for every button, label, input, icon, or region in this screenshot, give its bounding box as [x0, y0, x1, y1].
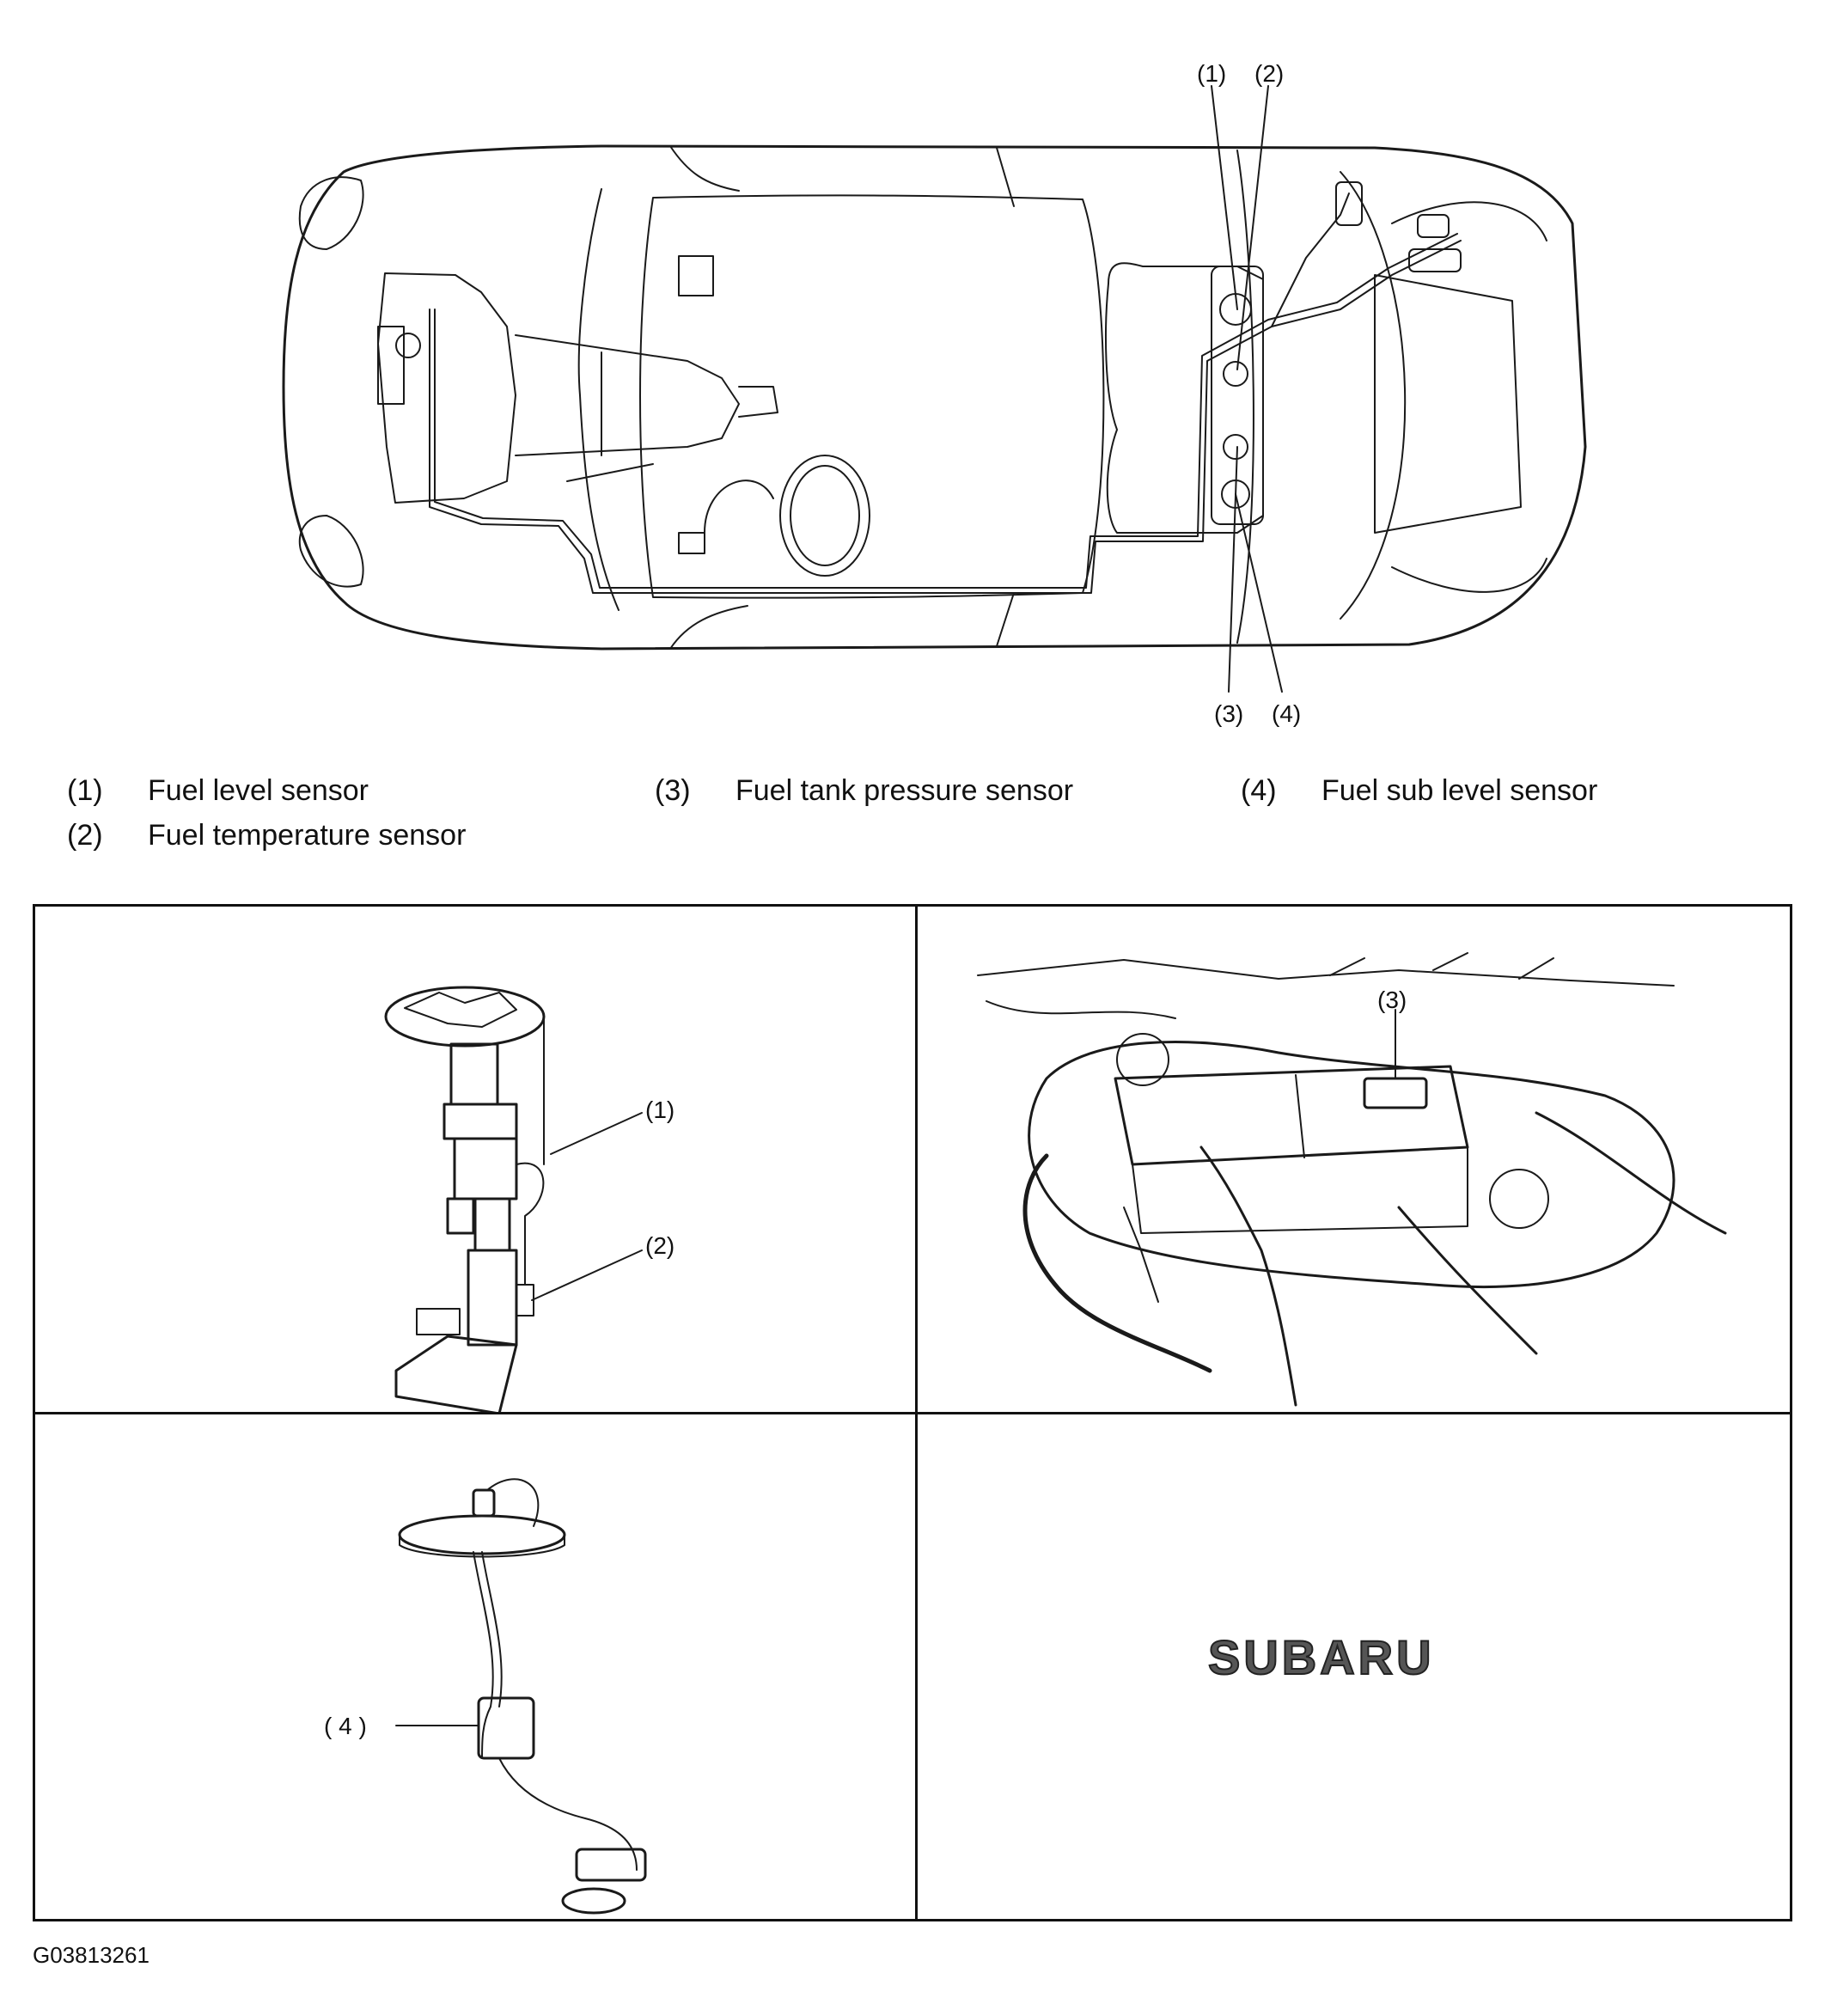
fuel-pump-drawing: (1) (2)	[384, 986, 674, 1412]
overview-leader-lines	[1211, 85, 1283, 693]
car-body-outline	[282, 144, 1587, 651]
sensor-legend: (1) Fuel level sensor (2) Fuel temperatu…	[0, 765, 1825, 859]
legend-label: Fuel sub level sensor	[1321, 774, 1598, 807]
legend-label: Fuel level sensor	[148, 774, 369, 807]
legend-label: Fuel tank pressure sensor	[735, 774, 1074, 807]
tank-top-drawing: (3)	[977, 952, 1727, 1407]
callout-3-overview: (3)	[1214, 700, 1243, 727]
subaru-logo-text: SUBARU	[1208, 1630, 1435, 1684]
panel-logo: SUBARU	[918, 1414, 1792, 1919]
legend-label: Fuel temperature sensor	[148, 819, 467, 852]
panel-fuel-pump-assembly: (1) (2)	[35, 907, 915, 1412]
callout-1-overview: (1)	[1197, 60, 1226, 87]
legend-number: (1)	[67, 774, 103, 807]
grid-divider-horizontal	[35, 1412, 1790, 1414]
panel-tank-pressure-sensor: (3)	[918, 907, 1792, 1412]
subaru-logo: SUBARU	[1207, 1629, 1435, 1685]
callout-4-sub-level: ( 4 )	[324, 1713, 367, 1739]
legend-number: (3)	[655, 774, 691, 807]
callout-4-overview: (4)	[1272, 700, 1301, 727]
panel-sub-level-sensor: ( 4 )	[35, 1414, 915, 1919]
vehicle-overview-diagram: (1) (2) (3) (4)	[282, 60, 1587, 727]
fuel-tank-area	[704, 262, 1264, 577]
legend-number: (4)	[1241, 774, 1277, 807]
callout-1-pump: (1)	[645, 1097, 674, 1123]
detail-grid: (1) (2) (3)	[33, 904, 1792, 1921]
figure-code: G03813261	[33, 1942, 150, 1968]
legend-number: (2)	[67, 819, 103, 852]
sub-level-sensor-drawing: ( 4 )	[324, 1478, 647, 1915]
callout-2-pump: (2)	[645, 1232, 674, 1259]
fuel-lines	[429, 181, 1462, 594]
callout-3-tank: (3)	[1377, 987, 1407, 1013]
callout-2-overview: (2)	[1254, 60, 1284, 87]
engine-assembly	[377, 272, 778, 504]
